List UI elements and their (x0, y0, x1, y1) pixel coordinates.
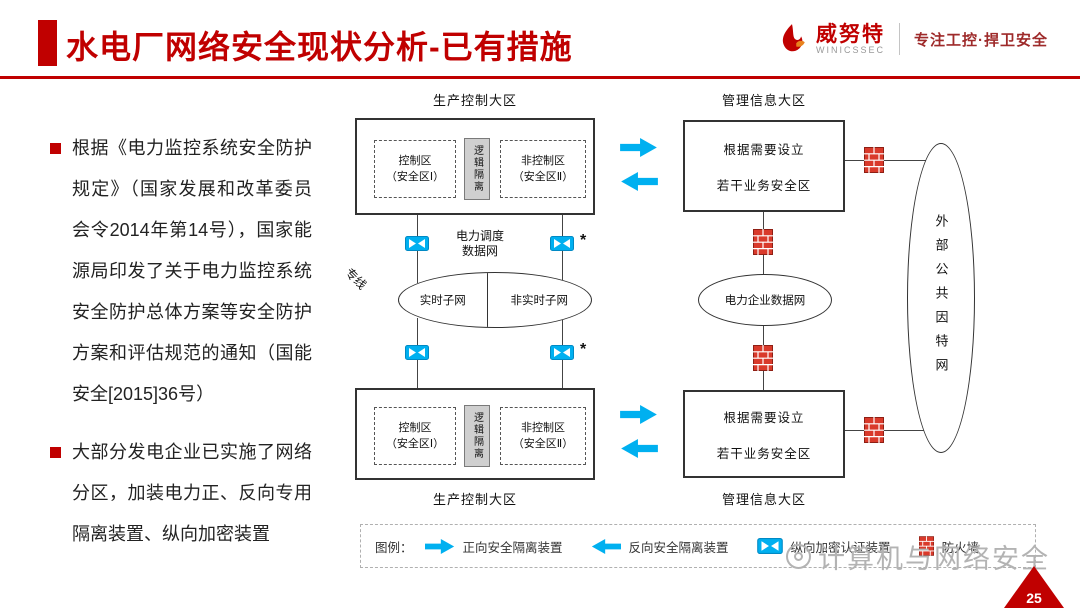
legend-label: 反向安全隔离装置 (628, 540, 729, 555)
forward-isolation-arrow-icon (617, 404, 661, 425)
control-area-label: 控制区 (398, 422, 432, 434)
non-realtime-subnet-cell: 非实时子网 (486, 273, 591, 327)
logical-isolation-label: 逻辑隔离 (471, 145, 483, 193)
vertical-encryption-device-icon (757, 538, 783, 554)
logo-divider (899, 23, 900, 55)
business-zone-line2: 若干业务安全区 (716, 446, 812, 461)
list-item: 根据《电力监控系统安全防护规定》（国家发展和改革委员会令2014年第14号），国… (50, 128, 316, 415)
connector-line (763, 371, 764, 390)
dispatch-network-label: 电力调度数据网 (455, 229, 504, 258)
page-title: 水电厂网络安全现状分析-已有措施 (66, 29, 573, 65)
non-control-area-label: 非控制区 (521, 155, 565, 167)
firewall-icon (864, 147, 884, 173)
enterprise-network-ellipse: 电力企业数据网 (698, 274, 832, 326)
business-security-zone-box-top: 根据需要设立 若干业务安全区 (683, 120, 845, 212)
bullet-list: 根据《电力监控系统安全防护规定》（国家发展和改革委员会令2014年第14号），国… (50, 128, 316, 572)
reverse-isolation-arrow-icon (617, 171, 661, 192)
asterisk-note: * (580, 232, 587, 249)
non-control-area-box: 非控制区 （安全区Ⅱ） (500, 140, 586, 198)
firewall-icon (864, 417, 884, 443)
external-internet-label: 外部公共因特网 (933, 214, 949, 382)
bullet-text: 根据《电力监控系统安全防护规定》（国家发展和改革委员会令2014年第14号），国… (72, 138, 312, 404)
vertical-encryption-device-icon (550, 345, 574, 360)
non-control-area-label: 非控制区 (521, 422, 565, 434)
legend-label: 正向安全隔离装置 (462, 540, 563, 555)
header-rule (0, 76, 1080, 79)
vertical-encryption-device-icon (405, 345, 429, 360)
zone-label-management-bottom: 管理信息大区 (721, 492, 806, 507)
brand-name: 威努特 (815, 22, 885, 46)
legend-label: 纵向加密认证装置 (790, 540, 891, 555)
external-internet-ellipse: 外部公共因特网 (907, 143, 975, 453)
enterprise-network-label: 电力企业数据网 (724, 295, 806, 307)
legend-label: 防火墙 (941, 540, 980, 555)
non-control-area-box: 非控制区 （安全区Ⅱ） (500, 407, 586, 465)
business-zone-line2: 若干业务安全区 (716, 178, 812, 193)
bullet-text: 大部分发电企业已实施了网络分区，加装电力正、反向专用隔离装置、纵向加密装置 (72, 442, 312, 544)
control-area-sublabel: （安全区Ⅰ） (385, 171, 445, 183)
dispatch-subnet-ellipse: 实时子网 非实时子网 (398, 272, 592, 328)
brand-name-block: 威努特 WINICSSEC (816, 23, 885, 56)
forward-isolation-arrow-icon (425, 538, 455, 555)
page-number: 25 (1026, 590, 1042, 606)
brand-name-en: WINICSSEC (815, 44, 885, 55)
connector-line (884, 430, 926, 431)
watermark-text: 计算机与网络安全 (818, 544, 1050, 574)
connector-line (884, 160, 926, 161)
production-zone-box-top: 控制区 （安全区Ⅰ） 逻辑隔离 非控制区 （安全区Ⅱ） (355, 118, 595, 215)
zone-label-production-top: 生产控制大区 (432, 93, 517, 108)
bullet-marker (50, 447, 61, 458)
brand-tagline: 专注工控·捍卫安全 (914, 31, 1048, 49)
non-control-area-sublabel: （安全区Ⅱ） (512, 171, 574, 183)
control-area-label: 控制区 (398, 155, 432, 167)
non-realtime-subnet-label: 非实时子网 (510, 295, 569, 307)
winicssec-flame-icon (775, 22, 809, 56)
non-control-area-sublabel: （安全区Ⅱ） (512, 438, 574, 450)
brand-logo: 威努特 WINICSSEC 专注工控·捍卫安全 (775, 22, 1048, 56)
reverse-isolation-arrow-icon (617, 438, 661, 459)
connector-line (763, 255, 764, 274)
connector-line (763, 212, 764, 230)
list-item: 大部分发电企业已实施了网络分区，加装电力正、反向专用隔离装置、纵向加密装置 (50, 432, 316, 555)
business-zone-line1: 根据需要设立 (723, 410, 805, 425)
logical-isolation-box: 逻辑隔离 (464, 138, 490, 200)
production-zone-box-bottom: 控制区 （安全区Ⅰ） 逻辑隔离 非控制区 （安全区Ⅱ） (355, 388, 595, 480)
connector-line (763, 326, 764, 345)
realtime-subnet-cell: 实时子网 (399, 273, 487, 327)
connector-line (845, 160, 864, 161)
logical-isolation-label: 逻辑隔离 (471, 412, 483, 460)
legend: 图例： 正向安全隔离装置 反向安全隔离装置 纵向加密认证装置 防火墙 (360, 524, 1036, 568)
vertical-encryption-device-icon (405, 236, 429, 251)
zone-label-management-top: 管理信息大区 (721, 93, 806, 108)
title-accent-bar (38, 20, 57, 66)
vertical-encryption-device-icon (550, 236, 574, 251)
watermark-logo-icon (786, 544, 811, 569)
firewall-icon (753, 229, 773, 255)
reverse-isolation-arrow-icon (591, 538, 621, 555)
control-area-box: 控制区 （安全区Ⅰ） (374, 407, 456, 465)
logical-isolation-box: 逻辑隔离 (464, 405, 490, 467)
forward-isolation-arrow-icon (617, 137, 661, 158)
control-area-box: 控制区 （安全区Ⅰ） (374, 140, 456, 198)
control-area-sublabel: （安全区Ⅰ） (385, 438, 445, 450)
legend-title: 图例： (375, 540, 413, 555)
zone-label-production-bottom: 生产控制大区 (432, 492, 517, 507)
connector-line (845, 430, 864, 431)
dedicated-line-label: 专线 (342, 265, 370, 293)
business-zone-line1: 根据需要设立 (723, 142, 805, 157)
firewall-icon (753, 345, 773, 371)
watermark: 计算机与网络安全 (786, 537, 1050, 576)
asterisk-note: * (580, 341, 587, 358)
business-security-zone-box-bottom: 根据需要设立 若干业务安全区 (683, 390, 845, 478)
realtime-subnet-label: 实时子网 (419, 295, 466, 307)
bullet-marker (50, 143, 61, 154)
